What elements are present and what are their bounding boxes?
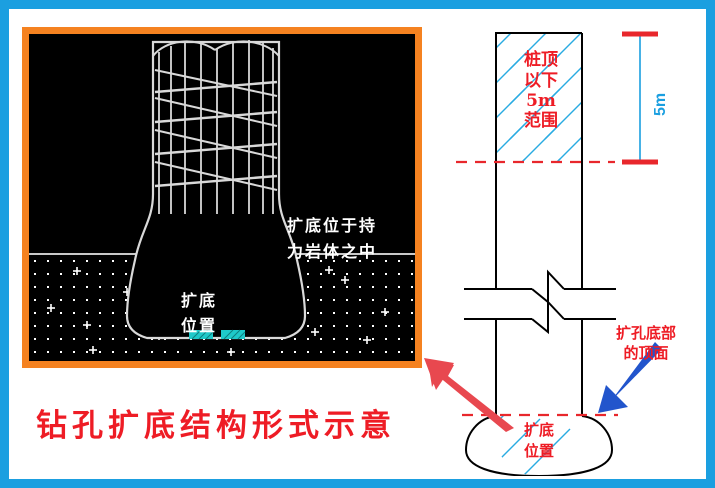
photo-inner: 扩底位于持 力岩体之中 扩底 位置	[29, 34, 415, 361]
break-line-2	[464, 299, 616, 335]
blue-callout-arrow	[598, 342, 662, 413]
photo-note-rock-line1: 扩底位于持	[287, 216, 378, 235]
dimension-5m	[622, 31, 658, 165]
label-bell-position-line1: 扩底	[523, 421, 554, 439]
label-top-zone-line3: 5m	[526, 91, 556, 111]
photo-note-bell-line2: 位置	[181, 316, 218, 335]
photo-panel: 扩底位于持 力岩体之中 扩底 位置	[22, 27, 422, 368]
label-bell-position-line2: 位置	[523, 442, 554, 460]
bottom-teal-marks	[189, 329, 246, 340]
pile-photo-illustration	[29, 40, 415, 361]
bell-base-outline	[464, 415, 614, 476]
pile-section-svg	[456, 31, 662, 476]
pile-section-drawing: 桩顶 以下 5m 范围 扩孔底部 的顶面 扩底 位置 5m	[440, 14, 702, 476]
label-top-zone-line2: 以下	[524, 71, 558, 91]
photo-note-bell-line1: 扩底	[181, 291, 218, 310]
label-bell-top-surface-line1: 扩孔底部	[615, 324, 676, 342]
label-bell-top-surface-line2: 的顶面	[623, 344, 669, 362]
photo-note-rock-line2: 力岩体之中	[287, 242, 378, 261]
dimension-label-5m: 5m	[652, 92, 669, 116]
label-top-zone-line1: 桩顶	[524, 50, 558, 70]
break-line-1	[464, 269, 616, 305]
top-zone-hatching	[495, 33, 583, 163]
diagram-caption: 钻孔扩底结构形式示意	[36, 408, 396, 444]
label-top-zone-line4: 范围	[524, 111, 558, 131]
red-callout-arrow	[424, 358, 514, 432]
rebar-cage	[152, 40, 280, 214]
